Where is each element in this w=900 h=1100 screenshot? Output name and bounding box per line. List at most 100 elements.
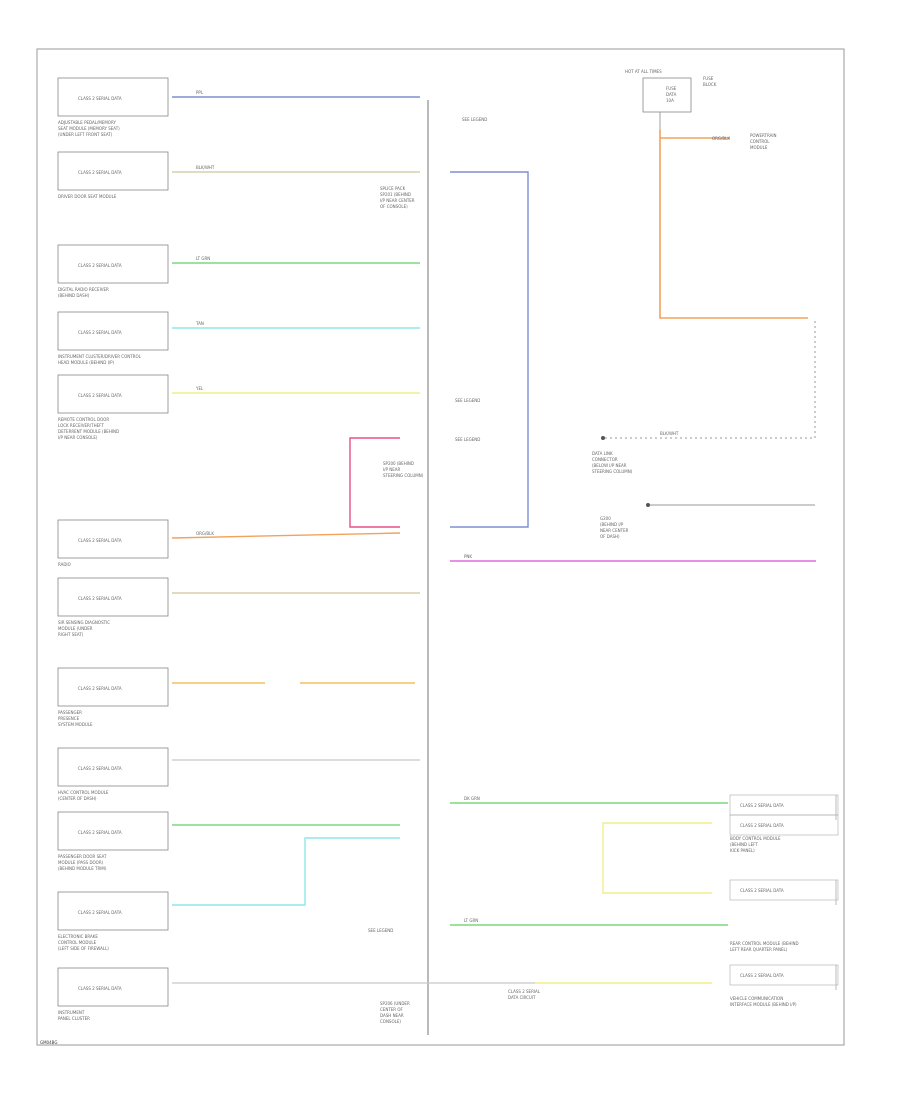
left-module-box-7 [57, 577, 169, 617]
wire-blue-2 [450, 171, 529, 528]
left-module-box-1 [57, 77, 169, 117]
dlc-connector-icon [601, 436, 605, 440]
left-module-box-10 [57, 811, 169, 851]
splice-pack-3-label-0: SP206 (UNDER [380, 1001, 410, 1006]
left-module-desc-1-1: SEAT MODULE (MEMORY SEAT) [58, 126, 120, 131]
connector-note-3: SEE LEGEND [455, 437, 480, 442]
ground-note-2: NEAR CENTER [600, 528, 629, 533]
fuse-label-1: DATA [666, 92, 677, 97]
splice-pack-3-label-2: DASH NEAR [380, 1013, 404, 1018]
left-module-box-text-6: CLASS 2 SERIAL DATA [78, 538, 122, 543]
left-module-desc-5-3: I/P NEAR CONSOLE) [58, 435, 98, 440]
hot-at-all-times-label: HOT AT ALL TIMES [625, 69, 662, 74]
left-module-desc-3-1: (BEHIND DASH) [58, 293, 90, 298]
wire-label-c: LT GRN [196, 256, 210, 261]
left-module-desc-1-2: (UNDER LEFT FRONT SEAT) [58, 132, 113, 137]
left-module-box-6 [57, 519, 169, 559]
wire-label-h: DK GRN [464, 796, 480, 801]
splice-pack-1-label-1: SP201 (BEHIND [380, 192, 411, 197]
left-module-box-text-7: CLASS 2 SERIAL DATA [78, 596, 122, 601]
fuse-note-0: FUSE [703, 76, 714, 81]
left-module-box-text-11: CLASS 2 SERIAL DATA [78, 910, 122, 915]
wire-label-b: BLK/WHT [196, 165, 215, 170]
left-module-box-8 [57, 667, 169, 707]
left-module-box-text-2: CLASS 2 SERIAL DATA [78, 170, 122, 175]
left-module-desc-8-2: SYSTEM MODULE [58, 722, 93, 727]
right-module-box-2 [729, 814, 839, 836]
left-module-box-text-3: CLASS 2 SERIAL DATA [78, 263, 122, 268]
wire-orange-1 [171, 532, 401, 539]
left-module-box-text-10: CLASS 2 SERIAL DATA [78, 830, 122, 835]
left-module-desc-9-0: HVAC CONTROL MODULE [58, 790, 109, 795]
right-module-2-desc-2: KICK PANEL) [730, 848, 755, 853]
left-module-desc-3-0: DIGITAL RADIO RECEIVER [58, 287, 109, 292]
left-module-box-text-12: CLASS 2 SERIAL DATA [78, 986, 122, 991]
left-module-desc-8-1: PRESENCE [58, 716, 80, 721]
wire-label-j: ORG/BLK [712, 136, 730, 141]
left-module-desc-10-2: (BEHIND MODULE TRIM) [58, 866, 107, 871]
splice-pack-2-label-0: SP200 (BEHIND [383, 461, 414, 466]
wire-label-a: PPL [196, 90, 204, 95]
wire-label-k: BLK/WHT [660, 431, 679, 436]
pcm-note-1: CONTROL [750, 139, 770, 144]
right-module-box-4 [729, 964, 839, 986]
diagram-frame [36, 48, 845, 1046]
ground-note-3: OF DASH) [600, 534, 620, 539]
wire-label-d: TAN [195, 321, 204, 326]
right-module-box-3 [729, 879, 839, 901]
splice-pack-1-label-2: I/P NEAR CENTER [380, 198, 415, 203]
right-module-3-desc-0: REAR CONTROL MODULE (BEHIND [730, 941, 799, 946]
splice-pack-2-label-2: STEERING COLUMN) [383, 473, 424, 478]
right-module-2-desc-0: BODY CONTROL MODULE [730, 836, 781, 841]
wire-yellow-2 [602, 822, 712, 894]
left-module-box-5 [57, 374, 169, 414]
wire-orange-2 [659, 130, 808, 319]
splice-pack-3-label-3: CONSOLE) [380, 1019, 401, 1024]
left-module-box-9 [57, 747, 169, 787]
left-module-box-text-5: CLASS 2 SERIAL DATA [78, 393, 122, 398]
wire-lightblue-2 [172, 837, 400, 906]
right-module-4-desc-0: VEHICLE COMMUNICATION [730, 996, 783, 1001]
splice-pack-1-label-0: SPLICE PACK [380, 186, 406, 191]
splice-pack-2-label-1: I/P NEAR [383, 467, 400, 472]
wire-gray-3 [605, 318, 816, 439]
right-module-3-desc-1: LEFT REAR QUARTER PANEL) [730, 947, 788, 952]
ground-note-0: G200 [600, 516, 611, 521]
right-module-2-desc-1: (BEHIND LEFT [730, 842, 758, 847]
dlc-label-1: CONNECTOR [592, 457, 618, 462]
left-module-box-4 [57, 311, 169, 351]
left-module-desc-12-1: PANEL CLUSTER [58, 1016, 90, 1021]
ground-point-icon [646, 503, 650, 507]
dlc-label-3: STEERING COLUMN) [592, 469, 633, 474]
left-module-desc-5-2: DETERRENT MODULE (BEHIND [58, 429, 119, 434]
left-module-desc-2-0: DRIVER DOOR SEAT MODULE [58, 194, 117, 199]
splice-pack-1-label-3: OF CONSOLE) [380, 204, 408, 209]
bottom-note-1: DATA CIRCUIT [508, 995, 536, 1000]
right-module-box-text-3: CLASS 2 SERIAL DATA [740, 888, 784, 893]
left-module-desc-1-0: ADJUSTABLE PEDAL/MEMORY [58, 120, 116, 125]
wire-pink-1 [349, 437, 400, 528]
fuse-note-1: BLOCK [703, 82, 717, 87]
wire-label-g: PNK [464, 554, 472, 559]
fuse-label-0: FUSE [666, 86, 677, 91]
dlc-label-2: (BELOW I/P NEAR [592, 463, 627, 468]
wire-label-i: LT GRN [464, 918, 478, 923]
left-module-desc-5-1: LOCK RECEIVER/THEFT [58, 423, 104, 428]
wire-label-e: YEL [195, 386, 204, 391]
left-module-box-2 [57, 151, 169, 191]
left-module-desc-11-1: CONTROL MODULE [58, 940, 97, 945]
pcm-note-2: MODULE [750, 145, 768, 150]
left-module-desc-11-2: (LEFT SIDE OF FIREWALL) [58, 946, 109, 951]
left-module-box-12 [57, 967, 169, 1007]
fuse-block [642, 77, 692, 113]
left-module-desc-7-0: SIR SENSING DIAGNOSTIC [58, 620, 110, 625]
right-module-box-text-2: CLASS 2 SERIAL DATA [740, 823, 784, 828]
connector-note-2: SEE LEGEND [455, 398, 480, 403]
dlc-label-0: DATA LINK [592, 451, 613, 456]
left-module-desc-10-0: PASSENGER DOOR SEAT [58, 854, 107, 859]
left-module-box-3 [57, 244, 169, 284]
splice-pack-3-label-1: CENTER OF [380, 1007, 403, 1012]
left-module-desc-5-0: REMOTE CONTROL DOOR [58, 417, 109, 422]
right-module-box-text-1: CLASS 2 SERIAL DATA [740, 803, 784, 808]
